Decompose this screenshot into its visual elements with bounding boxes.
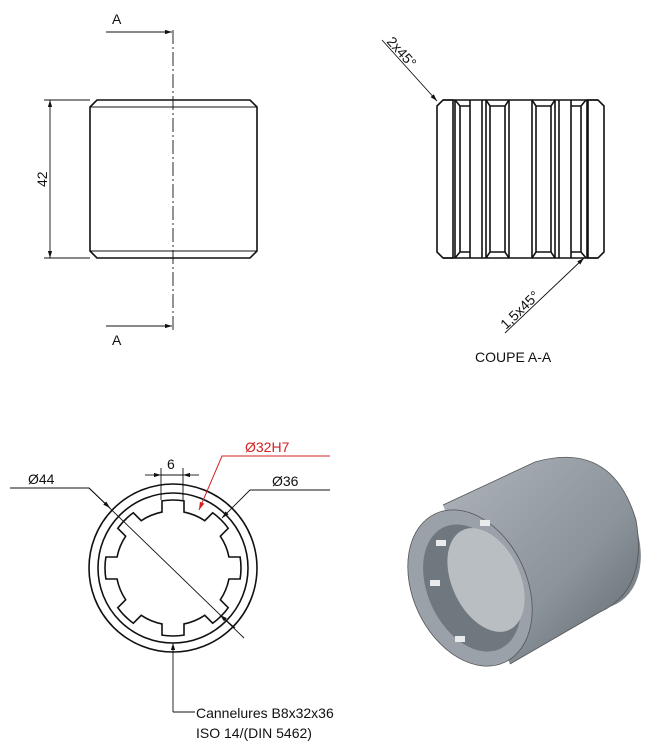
end-view: 6 Ø44 Ø36 Ø32H7 Cannelures B8x32x36 ISO …	[10, 439, 334, 741]
front-view: A A 42	[34, 11, 258, 348]
chamfer-bottom-leader	[504, 257, 585, 334]
dia-outer-label: Ø44	[28, 471, 55, 487]
dia-minor-leader	[198, 455, 330, 511]
front-outline	[89, 99, 258, 259]
height-dim-label: 42	[34, 171, 50, 187]
spline-note-line1: Cannelures B8x32x36	[196, 705, 334, 721]
spline-note-line2: ISO 14/(DIN 5462)	[196, 725, 312, 741]
section-label-bottom: A	[112, 332, 122, 348]
section-title: COUPE A-A	[475, 349, 552, 365]
section-view: 2x45° 1,5x45° COUPE A-A	[381, 33, 605, 365]
slot-width-label: 6	[167, 456, 175, 472]
chamfer-top-leader	[381, 39, 438, 102]
chamfer-top-label: 2x45°	[384, 33, 420, 70]
dia-major-leader	[221, 489, 330, 519]
dia-outer-leader	[10, 487, 245, 639]
chamfer-bottom-label: 1,5x45°	[497, 288, 542, 333]
spline-profile	[104, 499, 242, 637]
dia-major-label: Ø36	[272, 473, 299, 489]
section-label-top: A	[112, 11, 122, 27]
dia-minor-label: Ø32H7	[245, 439, 290, 455]
isometric-view	[407, 456, 641, 667]
